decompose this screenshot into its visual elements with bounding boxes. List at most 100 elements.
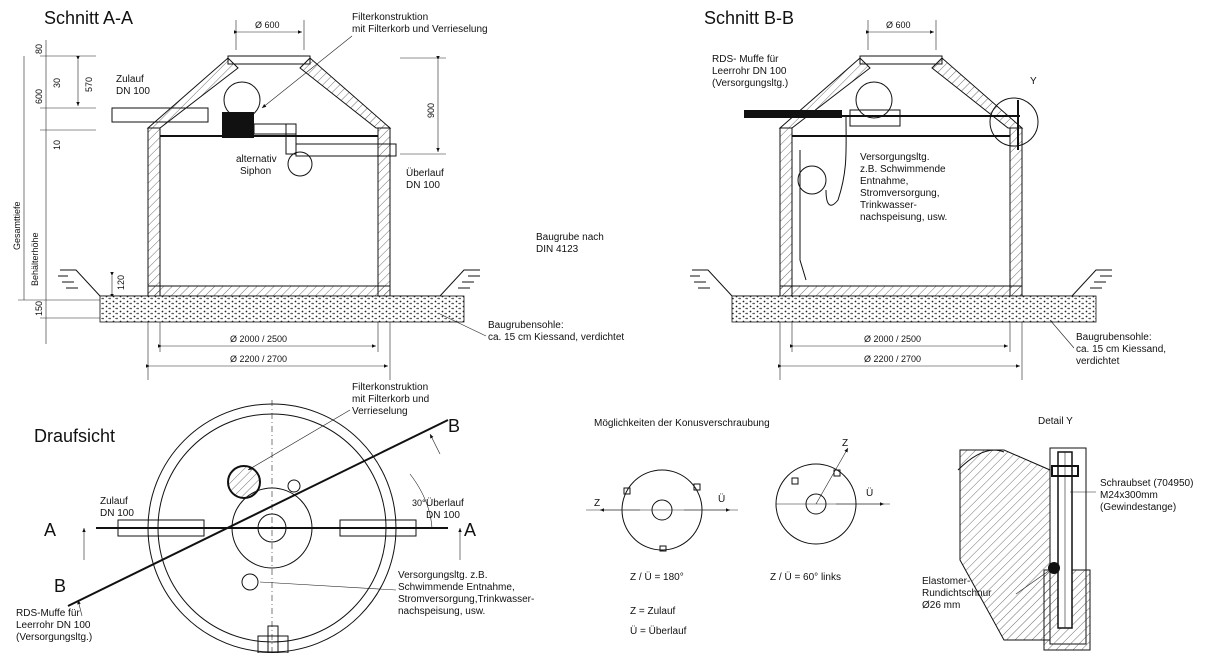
svg-text:verdichtet: verdichtet [1076,356,1120,367]
svg-text:80: 80 [34,44,44,54]
svg-text:Y: Y [1030,76,1037,87]
svg-text:30: 30 [52,78,62,88]
filter-label-2: mit Filterkorb und Verrieselung [352,24,488,35]
svg-text:Z = Zulauf: Z = Zulauf [630,606,676,617]
svg-text:Ø 2200 / 2700: Ø 2200 / 2700 [864,354,921,364]
svg-text:Ø26 mm: Ø26 mm [922,600,960,611]
filter-basket [222,112,254,138]
svg-text:Ø 2200 / 2700: Ø 2200 / 2700 [230,354,287,364]
inlet-pipe-plan [117,519,205,537]
overflow-pipe [295,143,397,157]
svg-text:Trinkwasser-: Trinkwasser- [860,200,917,211]
svg-text:B: B [54,576,66,596]
svg-text:ca. 15 cm Kiessand, verdichtet: ca. 15 cm Kiessand, verdichtet [488,332,624,343]
svg-text:DN 100: DN 100 [406,180,440,191]
svg-text:Überlauf: Überlauf [426,497,464,509]
cone-option-180: Z Ü Z / Ü = 180° [586,469,738,583]
svg-text:Behälterhöhe: Behälterhöhe [30,232,40,286]
gravel-bed [99,295,465,323]
svg-text:mit Filterkorb und: mit Filterkorb und [352,394,429,405]
svg-text:DN 100: DN 100 [116,86,150,97]
svg-text:Leerrohr DN 100: Leerrohr DN 100 [712,66,787,77]
svg-text:Ø 600: Ø 600 [255,20,280,30]
cone-right-wall [299,57,392,129]
overflow-pipe-plan [339,519,417,537]
plan-view: Draufsicht A A B B 30° Filterkonstruktio… [16,382,534,653]
svg-text:Ø 2000 / 2500: Ø 2000 / 2500 [864,334,921,344]
svg-text:10: 10 [52,140,62,150]
tank-wall-left [147,127,161,297]
detail-y: Detail Y Schraubset (704950) M24x300mm (… [922,416,1193,651]
svg-text:570: 570 [84,77,94,92]
svg-text:Z / Ü = 60° links: Z / Ü = 60° links [770,571,841,583]
filter-basket-plan [227,465,261,499]
svg-text:Z / Ü = 180°: Z / Ü = 180° [630,571,684,583]
cut-line-b [67,419,449,607]
plan-title: Draufsicht [34,426,115,446]
svg-text:nachspeisung, usw.: nachspeisung, usw. [860,212,947,223]
tank-wall-right [377,127,391,297]
svg-text:Zulauf: Zulauf [100,496,128,507]
svg-text:A: A [44,520,56,540]
left-dimensions: 80 570 600 30 10 120 150 Gesamttiefe Beh… [12,40,140,344]
svg-text:Filterkonstruktion: Filterkonstruktion [352,382,428,393]
floating-extraction [797,165,827,195]
svg-text:RDS-Muffe für: RDS-Muffe für [16,608,80,619]
svg-text:(Versorgungsltg.): (Versorgungsltg.) [712,78,788,89]
dim-top-aa: Ø 600 [233,20,305,50]
svg-text:Versorgungsltg.: Versorgungsltg. [860,152,930,163]
svg-text:Baugrubensohle:: Baugrubensohle: [488,320,564,331]
svg-text:Z: Z [594,498,600,509]
svg-text:nachspeisung, usw.: nachspeisung, usw. [398,606,485,617]
svg-text:Siphon: Siphon [240,166,271,177]
pit-right [390,269,480,297]
svg-text:Ü: Ü [718,493,725,505]
detail-y-circle [989,97,1039,147]
svg-text:DIN 4123: DIN 4123 [536,244,579,255]
section-aa-title: Schnitt A-A [44,8,133,28]
svg-text:Leerrohr DN 100: Leerrohr DN 100 [16,620,91,631]
svg-text:Z: Z [842,438,848,449]
section-aa: Schnitt A-A Ø 600 Filterkonstruktion mit… [12,8,624,380]
filter-dome [223,81,261,119]
svg-text:B: B [448,416,460,436]
svg-text:Ø 600: Ø 600 [886,20,911,30]
svg-text:Überlauf: Überlauf [406,167,444,179]
tank-floor [147,285,391,297]
svg-text:ca. 15 cm Kiessand,: ca. 15 cm Kiessand, [1076,344,1166,355]
svg-text:alternativ: alternativ [236,154,277,165]
svg-text:Baugrubensohle:: Baugrubensohle: [1076,332,1152,343]
svg-text:Rundichtschnur: Rundichtschnur [922,588,992,599]
svg-text:Stromversorgung,Trinkwasser-: Stromversorgung,Trinkwasser- [398,594,534,605]
cone-option-60: Z Ü Z / Ü = 60° links [770,438,890,583]
svg-text:Ø 2000 / 2500: Ø 2000 / 2500 [230,334,287,344]
inlet-pipe [111,107,209,123]
svg-text:Ü: Ü [866,487,873,499]
svg-text:Stromversorgung,: Stromversorgung, [860,188,939,199]
section-bb-title: Schnitt B-B [704,8,794,28]
svg-text:30°: 30° [412,498,426,508]
svg-text:DN 100: DN 100 [100,508,134,519]
svg-text:Elastomer-: Elastomer- [922,576,970,587]
pit-left [58,269,148,297]
svg-text:Schwimmende Entnahme,: Schwimmende Entnahme, [398,582,515,593]
svg-text:Gesamttiefe: Gesamttiefe [12,201,22,250]
svg-text:Zulauf: Zulauf [116,74,144,85]
svg-text:(Versorgungsltg.): (Versorgungsltg.) [16,632,92,643]
cone-options: Möglichkeiten der Konusverschraubung Z Ü… [586,418,890,637]
svg-text:DN 100: DN 100 [426,510,460,521]
svg-text:120: 120 [116,275,126,290]
manhole-cover [227,55,311,65]
svg-text:A: A [464,520,476,540]
svg-text:RDS- Muffe für: RDS- Muffe für [712,54,779,65]
siphon [287,151,313,177]
detail-title: Detail Y [1038,416,1073,427]
svg-text:900: 900 [426,103,436,118]
seal-cord [1048,562,1060,574]
svg-text:Baugrube nach: Baugrube nach [536,232,604,243]
svg-text:(Gewindestange): (Gewindestange) [1100,502,1176,513]
svg-text:Versorgungsltg. z.B.: Versorgungsltg. z.B. [398,570,488,581]
svg-text:600: 600 [34,89,44,104]
rds-sleeve [744,110,842,118]
